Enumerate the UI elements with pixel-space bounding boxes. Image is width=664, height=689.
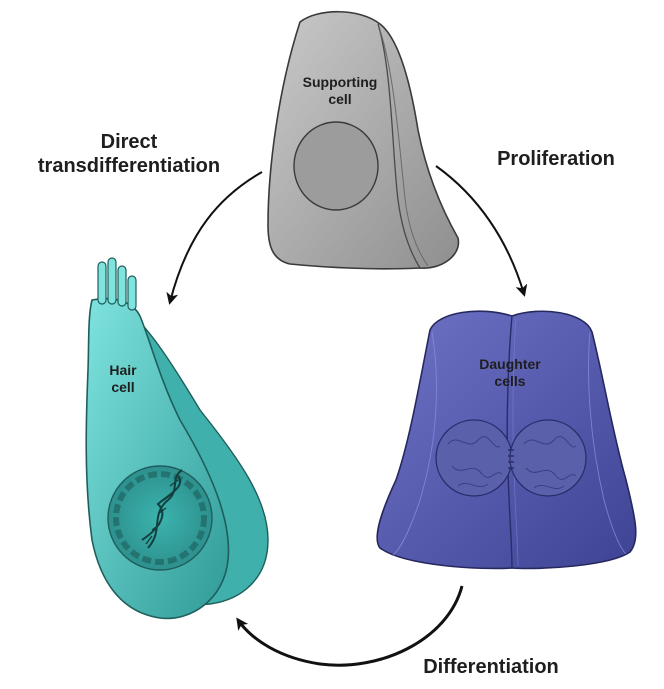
arrow-differentiation xyxy=(236,585,464,667)
arrow-proliferation xyxy=(435,165,528,297)
differentiation-label: Differentiation xyxy=(423,656,559,678)
hair-cell-label: Hair cell xyxy=(109,362,137,395)
supporting-cell-label: Supporting cell xyxy=(302,74,378,107)
arrow-direct-transdifferentiation xyxy=(166,171,263,305)
daughter-cells-label: Daughter cells xyxy=(479,356,541,389)
direct-transdifferentiation-label: Direct transdifferentiation xyxy=(37,131,221,177)
proliferation-label: Proliferation xyxy=(497,148,615,170)
supporting-cell xyxy=(267,10,460,270)
hair-cell xyxy=(85,257,269,620)
daughter-cells xyxy=(376,310,637,570)
